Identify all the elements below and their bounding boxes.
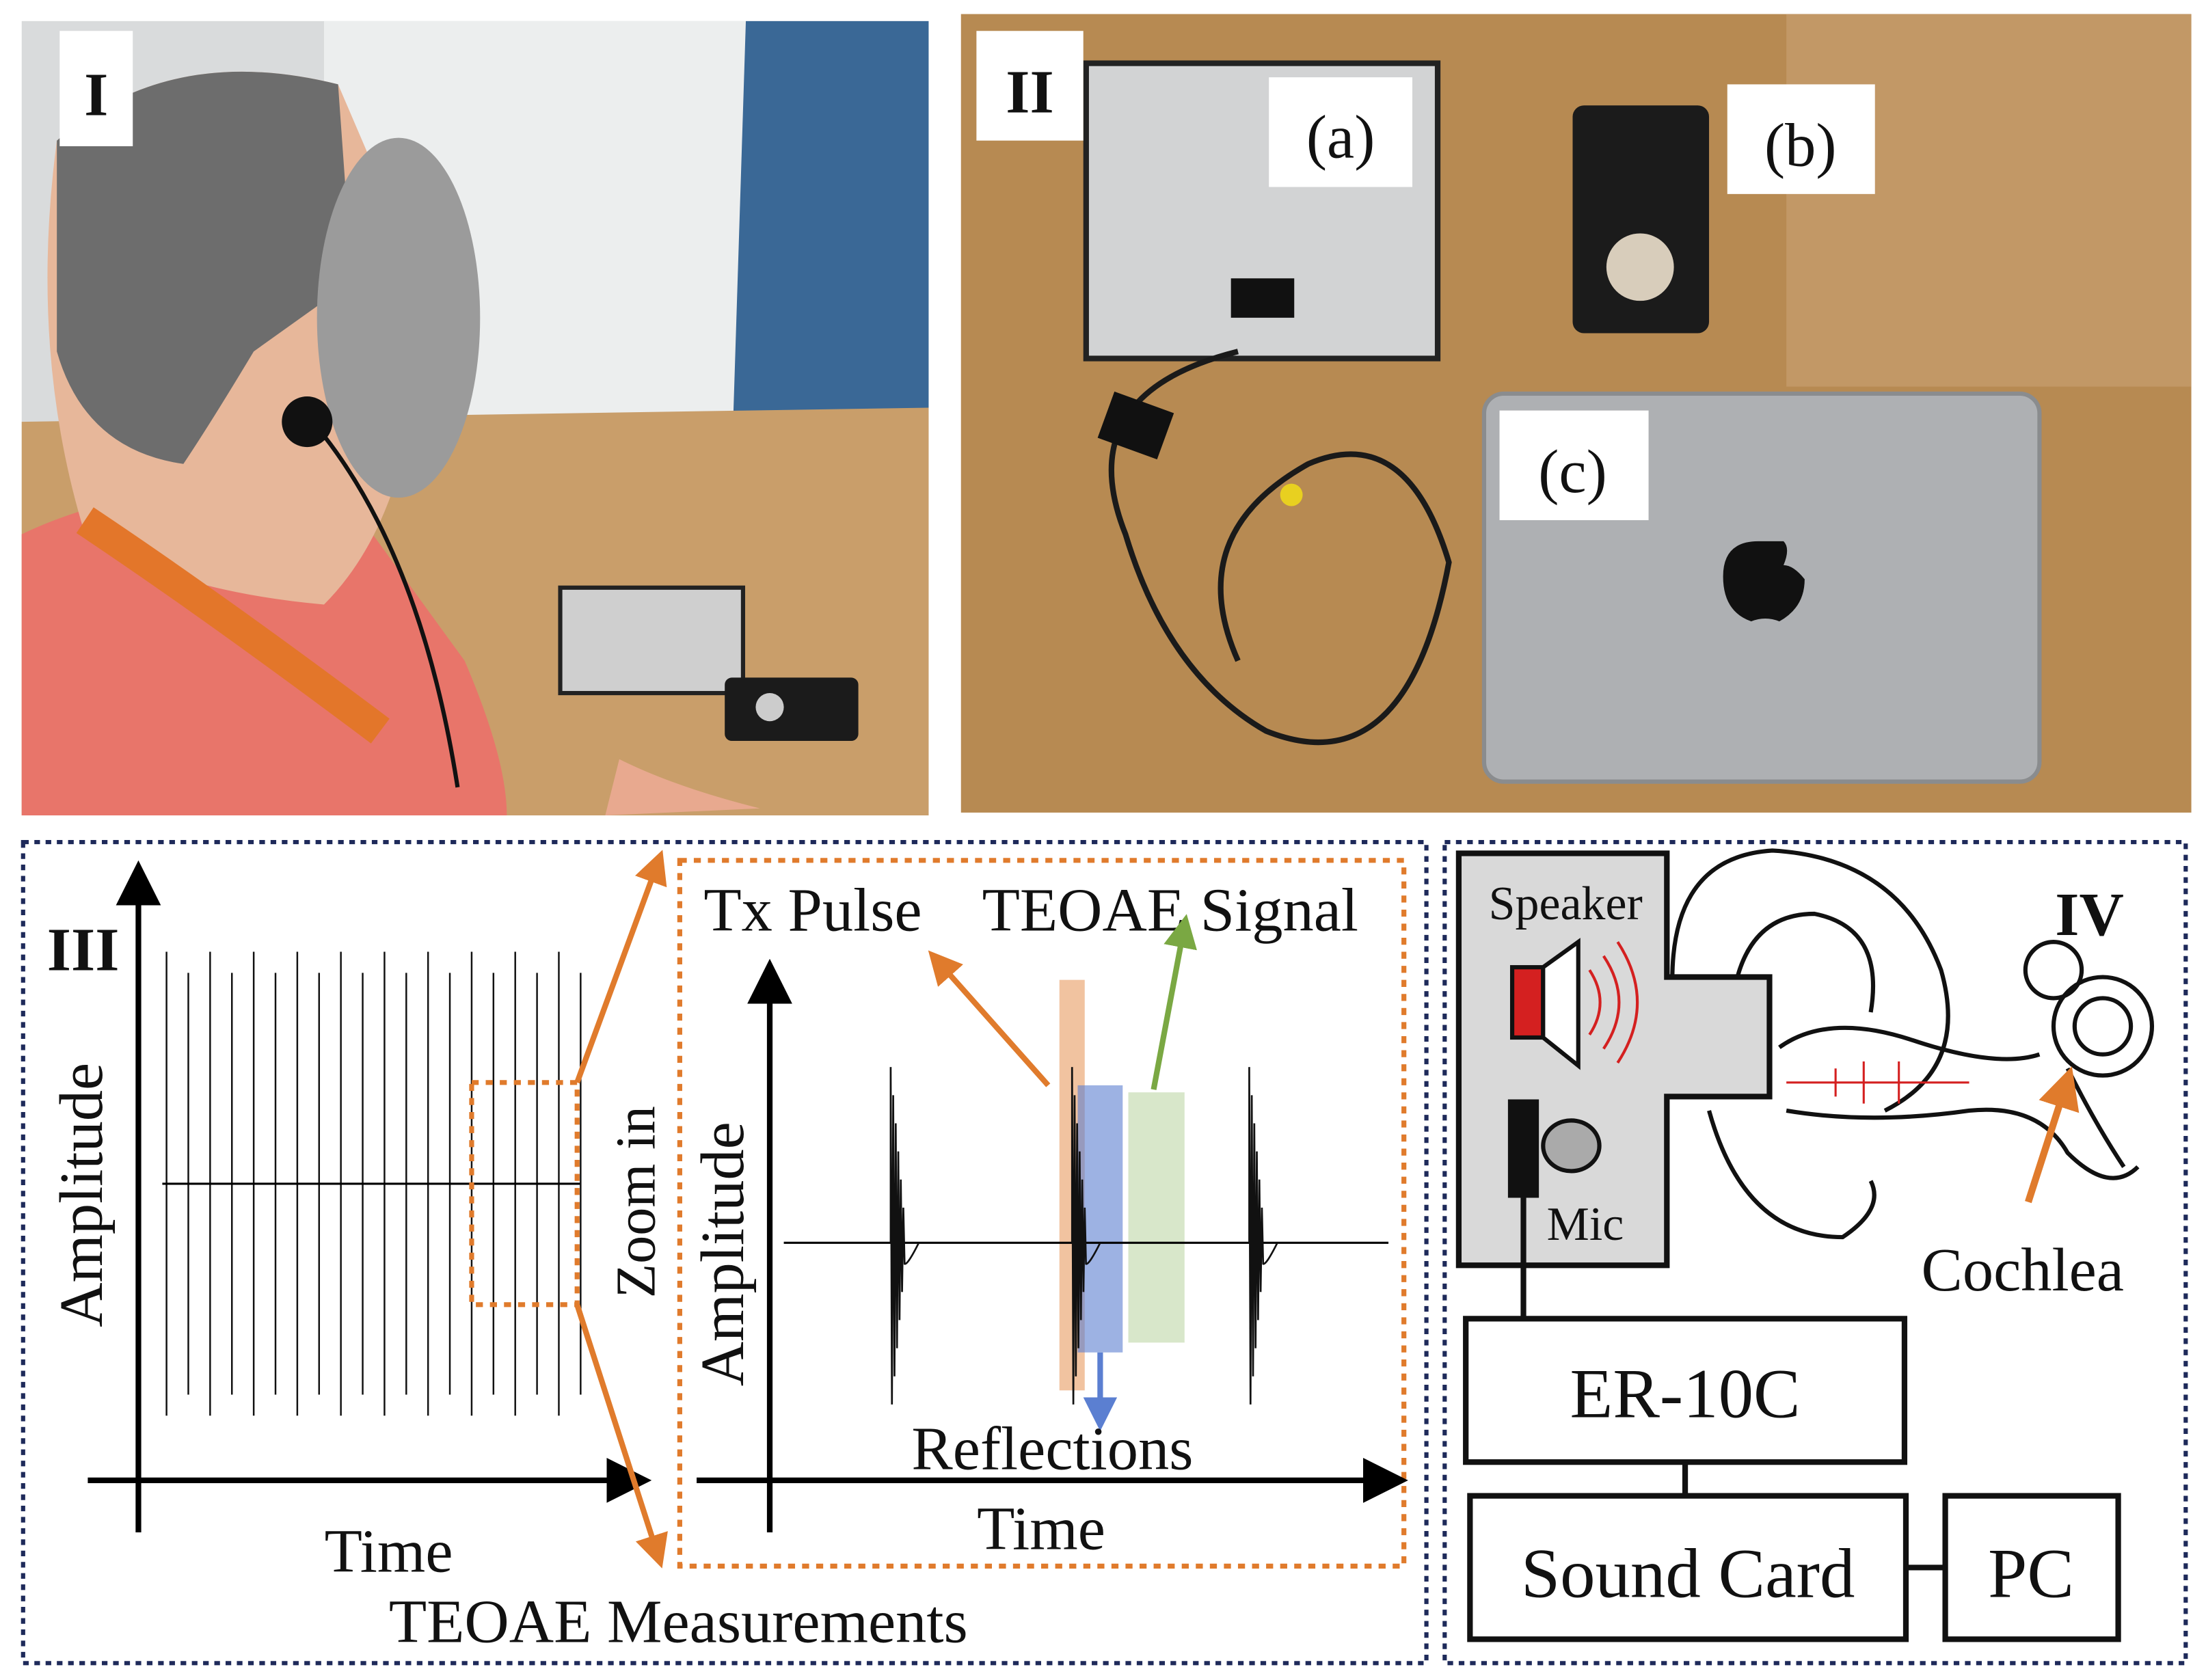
earphone <box>282 396 333 448</box>
cochlea-label: Cochlea <box>1921 1235 2124 1304</box>
reflections-label: Reflections <box>911 1413 1193 1482</box>
panel-ii-photo: II (a) (b) (c) <box>960 14 2192 813</box>
left-xlabel: Time <box>325 1517 453 1586</box>
pc-label: PC <box>1988 1535 2074 1613</box>
device-a <box>558 585 746 696</box>
mic-label: Mic <box>1547 1198 1624 1251</box>
device-label-c: (c) <box>1538 437 1606 506</box>
panel-label-ii: II <box>1006 57 1053 126</box>
blue-panel <box>731 21 929 464</box>
device-b <box>1572 105 1710 334</box>
ear-illustration <box>1670 848 2155 1240</box>
device-label-b: (b) <box>1764 111 1837 180</box>
zoom-plot-border <box>677 858 1407 1569</box>
panel-iv-border <box>1442 840 2188 1666</box>
panel-iii: III Amplitude Time Zoom in Amplitude Tim… <box>21 840 1429 1666</box>
panel-iv: IV Cochlea Speaker Mic <box>1442 840 2188 1666</box>
teoae-signal-highlight <box>1128 1092 1185 1343</box>
panel-label-i: I <box>84 60 108 129</box>
apple-logo-icon <box>1723 541 1805 622</box>
sound-card-box <box>1467 1493 1909 1642</box>
panel-iii-caption: TEOAE Measurements <box>389 1586 968 1655</box>
device-label-a: (a) <box>1306 102 1375 171</box>
er10c-label: ER-10C <box>1570 1355 1801 1433</box>
panel-label-iv: IV <box>2055 880 2124 949</box>
zoom-ylabel: Amplitude <box>688 1122 757 1386</box>
speaker-icon <box>1509 938 1639 1070</box>
panel-i-photo: I <box>21 21 929 816</box>
speaker-label: Speaker <box>1489 878 1643 930</box>
zoom-pulses <box>889 1067 1278 1405</box>
face-mask <box>317 137 481 498</box>
teoae-signal-label: TEOAE Signal <box>982 876 1358 945</box>
hair <box>57 71 353 464</box>
lanyard <box>76 507 390 744</box>
pc-box <box>1942 1493 2121 1642</box>
tx-pulse-label: Tx Pulse <box>703 876 922 945</box>
panel-label-iii: III <box>47 914 120 984</box>
mic-icon <box>1507 1099 1602 1198</box>
panel-iii-border <box>21 840 1429 1666</box>
zoom-arrow-top <box>574 850 667 1084</box>
cable <box>1108 349 1452 746</box>
zoom-pulse <box>1248 1067 1278 1405</box>
er10c-box <box>1463 1316 1908 1465</box>
teoae-signal-arrow <box>1151 914 1197 1090</box>
left-ylabel: Amplitude <box>46 1063 116 1327</box>
sound-card-label: Sound Card <box>1521 1535 1855 1613</box>
zoom-xlabel: Time <box>977 1494 1105 1563</box>
zoom-pulse <box>1071 1067 1101 1405</box>
zoom-label: Zoom in <box>604 1106 667 1298</box>
zoom-region <box>469 1080 580 1308</box>
zoom-arrow-bottom <box>574 1303 668 1569</box>
zoom-pulse <box>889 1067 920 1405</box>
cochlea-arrow <box>2025 1066 2080 1204</box>
device-b <box>725 677 859 741</box>
tx-pulse-arrow <box>928 950 1051 1087</box>
